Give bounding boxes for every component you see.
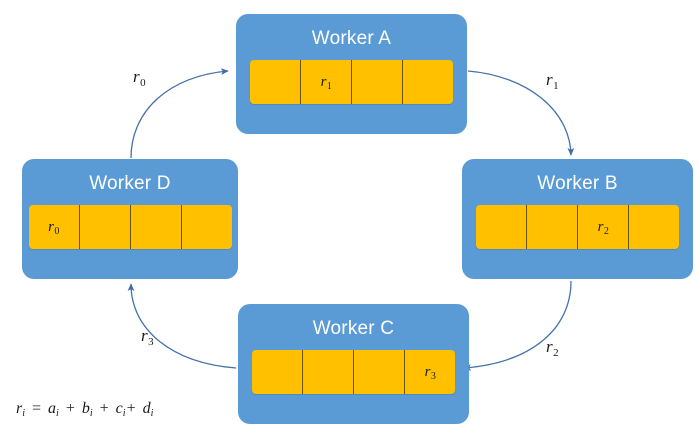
buffer-cell[interactable]: [250, 60, 301, 104]
arrow-label-r0: r0: [133, 67, 146, 89]
buffer-cell-label: r0: [48, 218, 60, 237]
buffer-cell[interactable]: r1: [301, 60, 352, 104]
node-worker-b[interactable]: Worker B r2: [462, 159, 693, 279]
buffer-cell[interactable]: [403, 60, 453, 104]
buffer-cell-label: r1: [320, 73, 332, 92]
buffer-strip-worker-b: r2: [476, 205, 679, 249]
arrow-label-r1: r1: [546, 70, 559, 92]
buffer-cell[interactable]: [182, 205, 232, 249]
formula-caption: ri = ai + bi + ci+ di: [16, 400, 154, 419]
buffer-cell[interactable]: [131, 205, 182, 249]
buffer-cell[interactable]: r2: [578, 205, 629, 249]
node-title-worker-b: Worker B: [537, 173, 618, 194]
buffer-cell[interactable]: [476, 205, 527, 249]
node-worker-c[interactable]: Worker C r3: [238, 304, 469, 424]
buffer-strip-worker-c: r3: [252, 350, 455, 394]
buffer-cell[interactable]: [527, 205, 578, 249]
buffer-cell-label: r2: [597, 218, 609, 237]
buffer-cell[interactable]: r0: [29, 205, 80, 249]
node-title-worker-c: Worker C: [312, 318, 395, 339]
buffer-cell[interactable]: [629, 205, 679, 249]
buffer-cell[interactable]: [80, 205, 131, 249]
buffer-cell[interactable]: [252, 350, 303, 394]
node-worker-a[interactable]: Worker A r1: [236, 14, 467, 134]
arrow-label-r2: r2: [546, 337, 559, 359]
buffer-cell[interactable]: [352, 60, 403, 104]
node-title-worker-d: Worker D: [89, 173, 171, 194]
buffer-cell[interactable]: [303, 350, 354, 394]
buffer-strip-worker-a: r1: [250, 60, 453, 104]
buffer-cell-label: r3: [424, 363, 436, 382]
buffer-strip-worker-d: r0: [28, 205, 232, 249]
arrow-label-r3: r3: [141, 326, 154, 348]
buffer-cell[interactable]: [354, 350, 405, 394]
buffer-cell[interactable]: r3: [405, 350, 455, 394]
node-title-worker-a: Worker A: [311, 28, 392, 49]
node-worker-d[interactable]: Worker D r0: [22, 159, 238, 279]
